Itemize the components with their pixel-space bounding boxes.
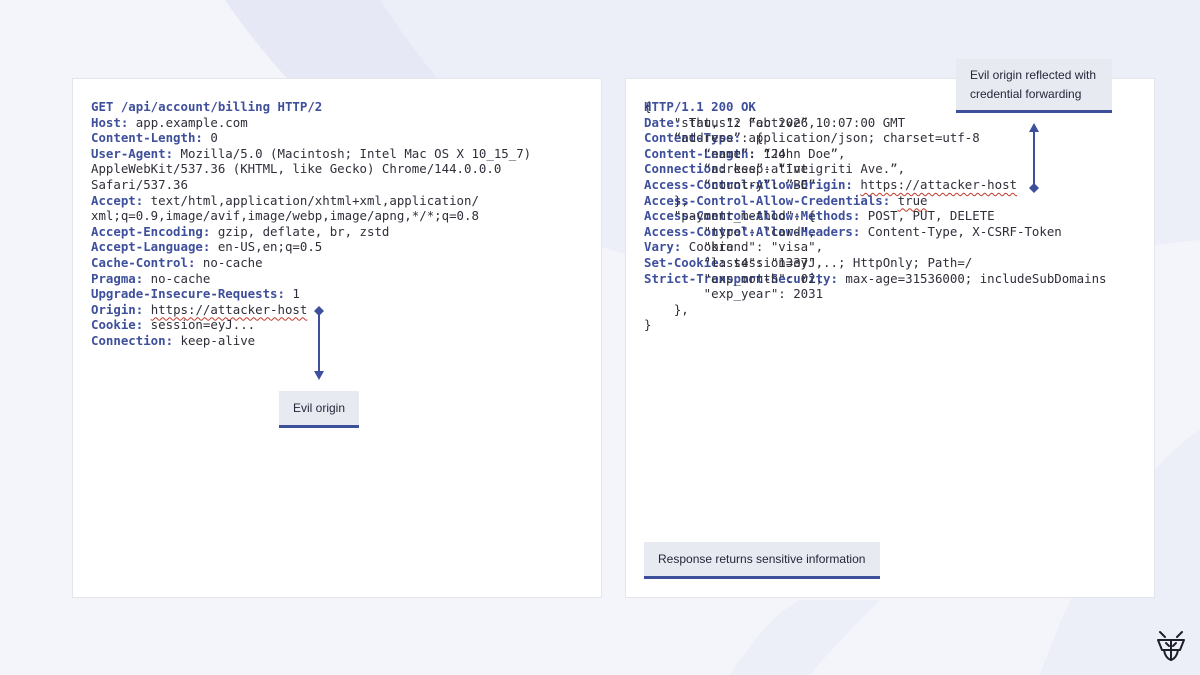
json-line: "status": “active”, <box>644 114 816 130</box>
header-line: Accept-Encoding: gzip, deflate, br, zstd <box>91 224 531 240</box>
sensitive-info-callout: Response returns sensitive information <box>644 542 880 579</box>
sensitive-info-label: Response returns sensitive information <box>658 552 866 566</box>
json-line: "exp_month": 02, <box>644 270 824 286</box>
header-line: Host: app.example.com <box>91 115 531 131</box>
json-line: "brand": "visa", <box>644 239 824 255</box>
json-line: "payment_method": { <box>644 208 816 224</box>
header-value: no-cache <box>143 270 211 286</box>
json-line: { <box>644 99 652 114</box>
json-line: “adress”: “Intigriti Ave.”, <box>644 161 906 177</box>
header-line: Accept-Language: en-US,en;q=0.5 <box>91 239 531 255</box>
header-name: Content-Length: <box>91 130 203 146</box>
header-value: session=eyJ... <box>143 317 256 333</box>
header-name: Upgrade-Insecure-Requests: <box>91 286 285 302</box>
header-name: Host: <box>91 114 129 130</box>
evil-origin-callout: Evil origin <box>279 391 359 428</box>
header-name: Cookie: <box>91 317 144 333</box>
start-line: GET /api/account/billing HTTP/2 <box>91 99 323 114</box>
json-line: } <box>644 317 652 333</box>
bug-logo-icon <box>1157 631 1185 661</box>
response-json-body: { "status": “active”, “address”: { “name… <box>644 99 905 333</box>
json-line: “name”: “John Doe”, <box>644 145 846 161</box>
header-value: 0 <box>202 130 218 146</box>
header-value: no-cache <box>195 254 263 270</box>
header-value <box>143 302 150 317</box>
header-name: Accept-Encoding: <box>91 223 211 239</box>
header-highlight: https://attacker-host <box>150 301 308 317</box>
header-name: Origin: <box>91 301 144 317</box>
header-value: keep-alive <box>173 332 256 348</box>
header-line: Connection: keep-alive <box>91 333 531 349</box>
header-value: app.example.com <box>128 114 248 130</box>
json-line: “country”: ”BE” <box>644 176 816 192</box>
header-value: AppleWebKit/537.36 (KHTML, like Gecko) C… <box>91 161 502 177</box>
header-line: Accept: text/html,application/xhtml+xml,… <box>91 193 531 209</box>
header-line: Safari/537.36 <box>91 177 531 193</box>
header-value: text/html,application/xhtml+xml,applicat… <box>143 192 479 208</box>
header-value: gzip, deflate, br, zstd <box>210 223 390 239</box>
header-name: Pragma: <box>91 270 144 286</box>
json-line: }, <box>644 301 689 317</box>
header-line: User-Agent: Mozilla/5.0 (Macintosh; Inte… <box>91 146 531 162</box>
header-value: 1 <box>284 286 300 302</box>
reflected-label-line1: Evil origin reflected with <box>970 68 1097 82</box>
header-line: Cookie: session=eyJ... <box>91 317 531 333</box>
header-line: xml;q=0.9,image/avif,image/webp,image/ap… <box>91 208 531 224</box>
header-name: Cache-Control: <box>91 254 196 270</box>
header-value: xml;q=0.9,image/avif,image/webp,image/ap… <box>91 208 479 224</box>
json-line: "type": "card", <box>644 223 816 239</box>
header-line: AppleWebKit/537.36 (KHTML, like Gecko) C… <box>91 161 531 177</box>
header-value: en-US,en;q=0.5 <box>210 239 323 255</box>
header-value: Safari/537.36 <box>91 176 188 192</box>
reflected-origin-callout: Evil origin reflected with credential fo… <box>956 59 1112 113</box>
header-name: User-Agent: <box>91 145 174 161</box>
json-line: "last4": "1337", <box>644 254 824 270</box>
reflected-label-line2: credential forwarding <box>970 87 1082 101</box>
header-line: Cache-Control: no-cache <box>91 255 531 271</box>
json-line: }, <box>644 192 689 208</box>
evil-origin-label: Evil origin <box>293 401 346 415</box>
header-name: Accept-Language: <box>91 239 211 255</box>
header-line: Origin: https://attacker-host <box>91 302 531 318</box>
header-name: Accept: <box>91 192 144 208</box>
header-line: Upgrade-Insecure-Requests: 1 <box>91 286 531 302</box>
header-line: Content-Length: 0 <box>91 130 531 146</box>
header-value: Mozilla/5.0 (Macintosh; Intel Mac OS X 1… <box>173 145 532 161</box>
header-line: Pragma: no-cache <box>91 271 531 287</box>
header-name: Connection: <box>91 332 174 348</box>
json-line: "exp_year": 2031 <box>644 286 824 302</box>
json-line: “address”: { <box>644 130 764 146</box>
